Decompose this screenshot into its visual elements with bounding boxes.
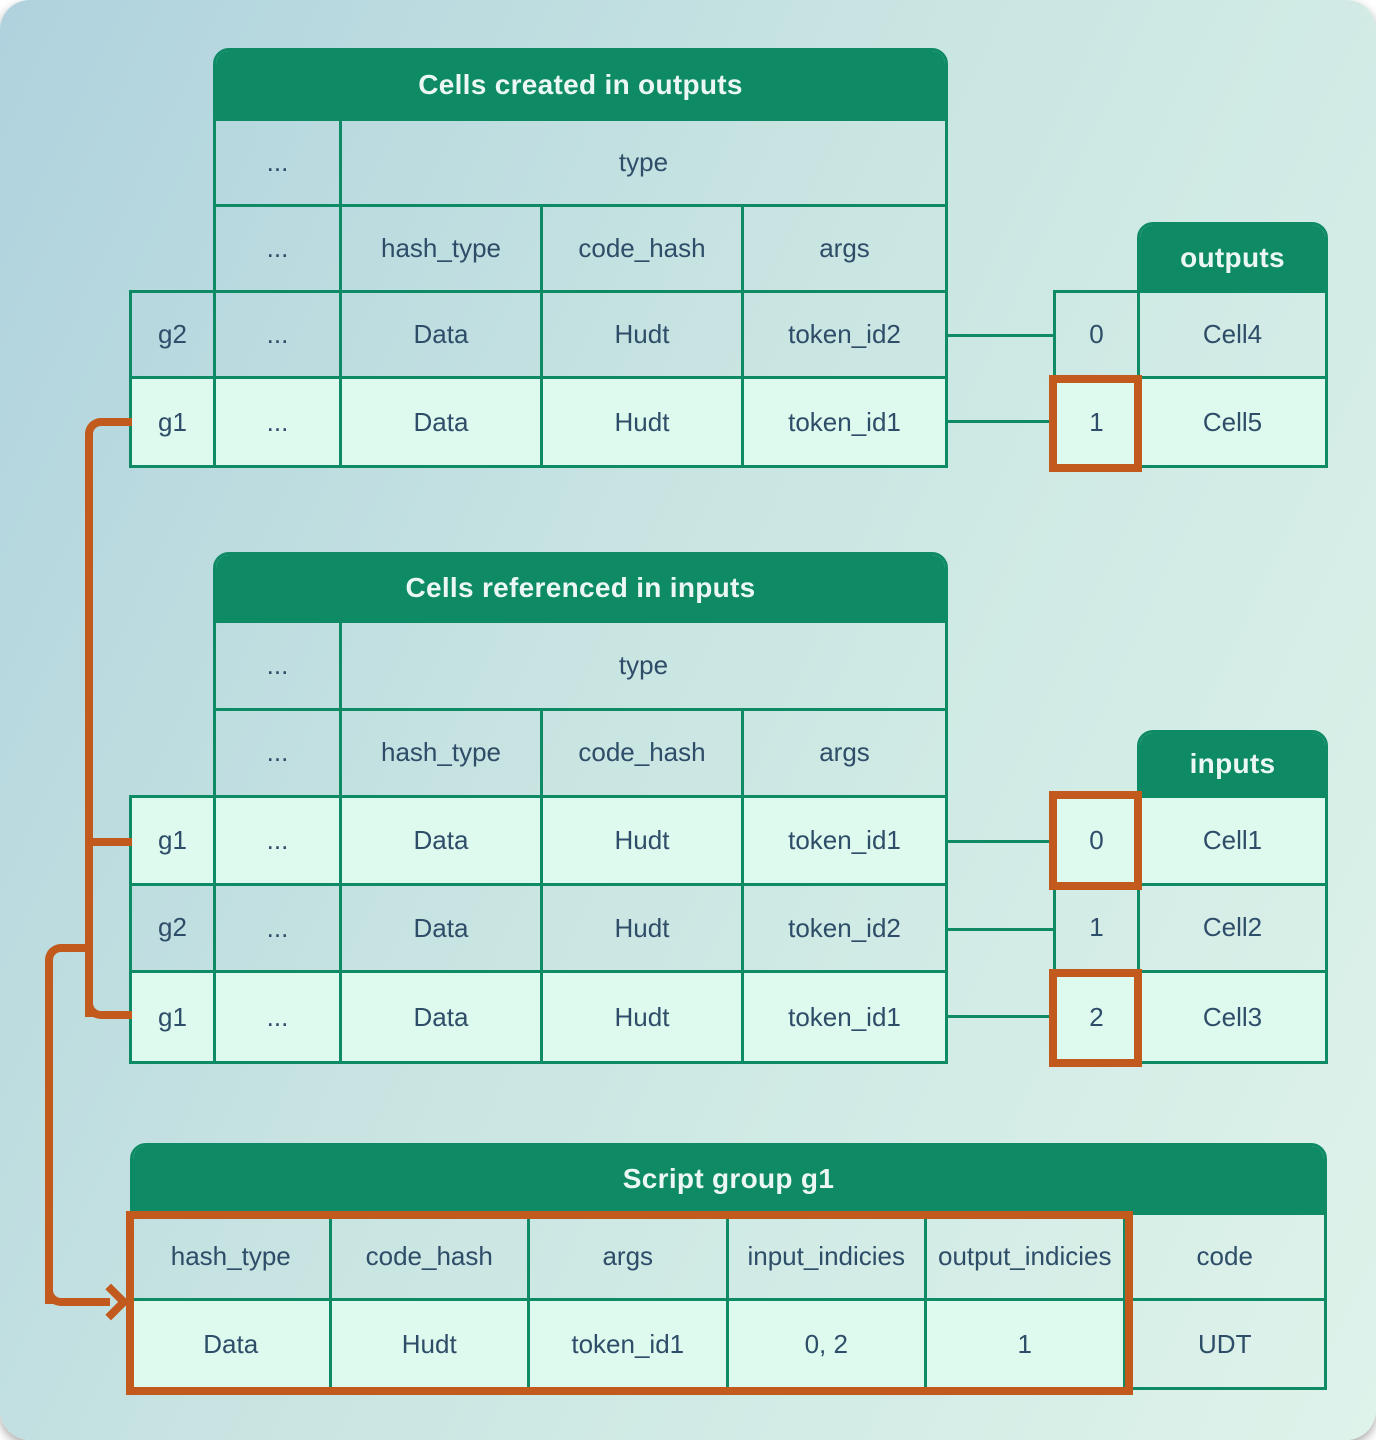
data-cell: Hudt	[543, 379, 744, 465]
cells-created-group-labels: g2 g1	[129, 290, 213, 468]
group-label: g2	[132, 886, 213, 974]
orange-trunk-bottom-corner	[85, 970, 132, 1019]
data-cell: Data	[342, 885, 543, 974]
data-cell: Hudt	[543, 293, 744, 379]
orange-script-group-trunk	[45, 944, 93, 1304]
ellipsis-cell: ...	[216, 207, 342, 293]
data-cell: token_id1	[530, 1301, 729, 1387]
data-cell: token_id1	[744, 973, 945, 1061]
column-header: args	[530, 1215, 729, 1301]
inputs-title: inputs	[1140, 733, 1325, 798]
data-cell: Data	[342, 798, 543, 886]
index-cell: 0	[1056, 798, 1137, 886]
cells-created-in-outputs-table: Cells created in outputs ... type ... ha…	[213, 48, 948, 468]
script-group-table: Script group g1 hash_type code_hash args…	[130, 1143, 1327, 1390]
table-title: Script group g1	[133, 1146, 1324, 1215]
cells-referenced-group-labels: g1 g2 g1	[129, 795, 213, 1064]
ellipsis-cell: ...	[216, 379, 342, 465]
column-header: args	[744, 207, 945, 293]
connector-line-g1-cell3	[945, 1015, 1053, 1018]
index-cell: 0	[1056, 293, 1137, 379]
column-header: output_indicies	[927, 1215, 1126, 1301]
index-cell: 1	[1056, 886, 1137, 974]
data-cell: token_id1	[744, 379, 945, 465]
group-label: g2	[132, 293, 213, 379]
data-cell: Data	[342, 379, 543, 465]
group-label: g1	[132, 798, 213, 886]
ellipsis-cell: ...	[216, 710, 342, 799]
data-cell: Hudt	[543, 973, 744, 1061]
data-cell: 1	[927, 1301, 1126, 1387]
table-title: Cells created in outputs	[216, 51, 945, 121]
highlight-box-script-group	[126, 1211, 1133, 1395]
orange-branch-middle	[93, 838, 132, 846]
type-span-header: type	[342, 623, 945, 711]
ellipsis-cell: ...	[216, 798, 342, 886]
group-label: g1	[132, 973, 213, 1061]
connector-line-g2-cell4	[945, 334, 1053, 337]
column-header: code_hash	[543, 710, 744, 799]
column-header: args	[744, 711, 945, 799]
ellipsis-cell: ...	[216, 121, 342, 207]
cell-name: Cell2	[1140, 886, 1325, 974]
type-span-header: type	[342, 121, 945, 207]
outputs-title: outputs	[1140, 225, 1325, 293]
column-header: code_hash	[543, 207, 744, 293]
cells-referenced-in-inputs-table: Cells referenced in inputs ... type ... …	[213, 552, 948, 1064]
highlight-box-input-index-2	[1049, 969, 1142, 1067]
index-cell: 2	[1056, 973, 1137, 1061]
cell-name: Cell3	[1140, 973, 1325, 1061]
inputs-panel: inputs Cell1 Cell2 Cell3	[1137, 730, 1328, 1064]
ellipsis-cell: ...	[216, 973, 342, 1061]
outputs-panel: outputs Cell4 Cell5	[1137, 222, 1328, 468]
highlight-box-output-index-1	[1049, 375, 1142, 472]
column-header: hash_type	[133, 1215, 332, 1301]
data-cell: Data	[133, 1301, 332, 1387]
data-cell: Hudt	[543, 798, 744, 886]
table-title: Cells referenced in inputs	[216, 555, 945, 623]
ellipsis-cell: ...	[216, 885, 342, 974]
highlight-box-input-index-0	[1049, 791, 1142, 890]
index-cell: 1	[1056, 379, 1137, 465]
column-header: code	[1125, 1215, 1324, 1301]
data-cell: token_id2	[744, 293, 945, 379]
cell-name: Cell4	[1140, 293, 1325, 379]
column-header: code_hash	[331, 1215, 530, 1301]
connector-line-g1-cell1	[945, 840, 1053, 843]
orange-trunk-vertical	[85, 418, 132, 1017]
data-cell: Hudt	[331, 1301, 530, 1387]
group-label: g1	[132, 379, 213, 465]
orange-script-group-bottom-corner	[45, 1258, 110, 1306]
data-cell: Hudt	[543, 885, 744, 974]
data-cell: Data	[342, 293, 543, 379]
ellipsis-cell: ...	[216, 623, 342, 711]
data-cell: token_id2	[744, 886, 945, 974]
cell-name: Cell5	[1140, 379, 1325, 465]
cell-name: Cell1	[1140, 798, 1325, 886]
column-header: hash_type	[342, 207, 543, 293]
column-header: input_indicies	[728, 1215, 927, 1301]
data-cell: token_id1	[744, 798, 945, 886]
ellipsis-cell: ...	[216, 293, 342, 379]
connector-line-g1-cell5	[945, 420, 1053, 423]
column-header: hash_type	[342, 710, 543, 799]
data-cell: UDT	[1198, 1328, 1252, 1359]
data-cell: 0, 2	[728, 1301, 927, 1387]
connector-line-g2-cell2	[945, 928, 1053, 931]
data-cell: Data	[342, 973, 543, 1061]
